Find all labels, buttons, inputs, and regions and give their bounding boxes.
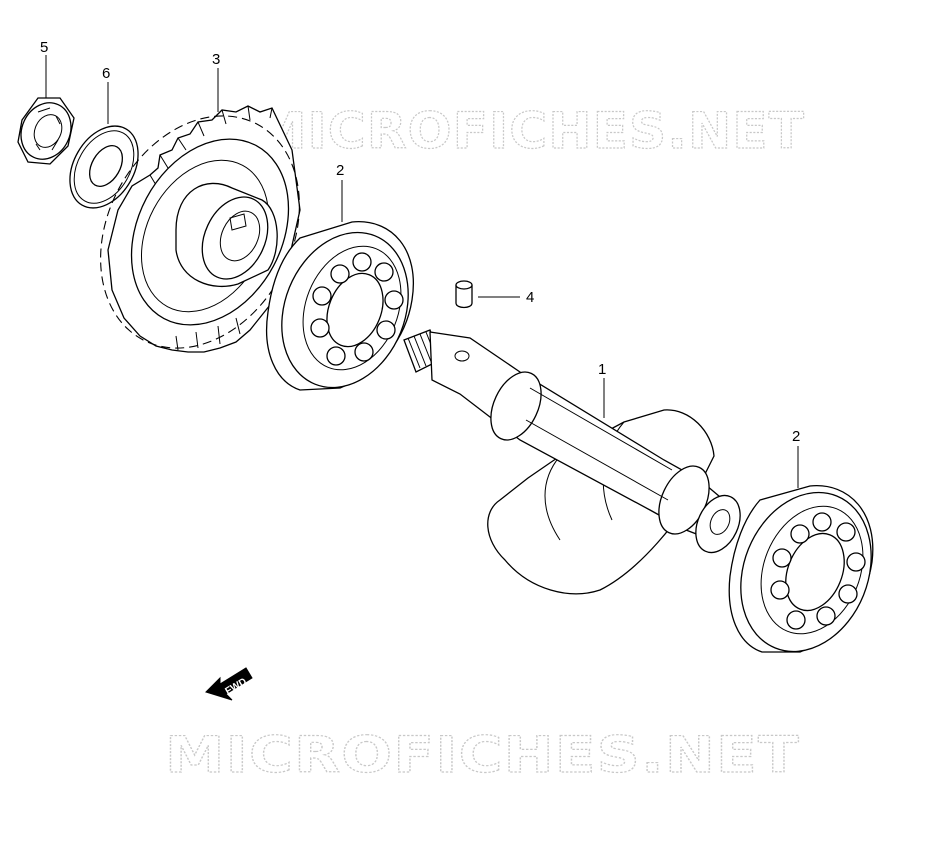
callout-1: 1 (598, 361, 606, 378)
callout-3: 3 (212, 51, 220, 68)
watermark-top: MICROFICHES.NET (255, 102, 805, 160)
callout-5: 5 (40, 39, 48, 56)
fwd-arrow-icon: FWD (205, 667, 253, 701)
callout-4: 4 (526, 289, 534, 306)
part-1-balancer-shaft[interactable] (403, 329, 749, 595)
callout-6: 6 (102, 65, 110, 82)
part-4-pin[interactable] (455, 280, 473, 309)
watermark-bottom: MICROFICHES.NET (165, 726, 800, 784)
callout-2-right: 2 (792, 428, 800, 445)
part-6-washer[interactable] (56, 114, 152, 220)
callout-2-left: 2 (336, 162, 344, 179)
part-2-bearing-right[interactable] (718, 473, 894, 672)
part-5-nut[interactable] (12, 95, 80, 168)
part-2-bearing-left[interactable] (259, 213, 430, 406)
